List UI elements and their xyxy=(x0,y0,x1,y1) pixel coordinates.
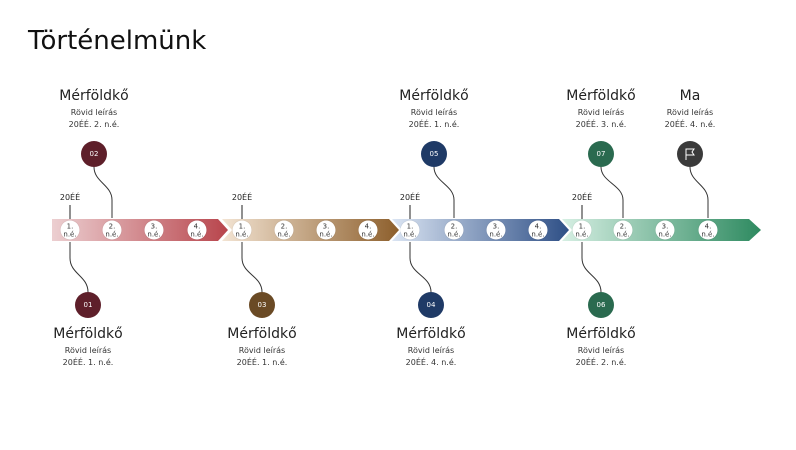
quarter-marker: 1.n.é. xyxy=(232,220,252,240)
connector-06 xyxy=(581,242,602,293)
flag-icon xyxy=(685,148,695,160)
quarter-marker: 2.n.é. xyxy=(102,220,122,240)
milestone-date: 20ÉÉ. 4. n.é. xyxy=(405,358,457,367)
quarter-marker: 3.n.é. xyxy=(316,220,336,240)
quarter-marker: 1.n.é. xyxy=(60,220,80,240)
quarter-marker: 4.n.é. xyxy=(528,220,548,240)
milestone-description: Rövid leírás xyxy=(70,108,118,117)
quarter-marker: 1.n.é. xyxy=(572,220,592,240)
milestone-description: Rövid leírás xyxy=(407,346,455,355)
milestone-title: Mérföldkő xyxy=(396,326,466,342)
year-tag: 20ÉÉ xyxy=(231,193,253,202)
milestone-title: Mérföldkő xyxy=(566,326,636,342)
milestone-description: Rövid leírás xyxy=(64,346,112,355)
quarter-marker: 4.n.é. xyxy=(358,220,378,240)
quarter-marker: 1.n.é. xyxy=(400,220,420,240)
milestone-title: Mérföldkő xyxy=(227,326,297,342)
connector-01 xyxy=(69,242,89,293)
milestone-date: 20ÉÉ. 1. n.é. xyxy=(236,358,288,367)
milestone-marker-03[interactable]: 03 xyxy=(249,292,275,318)
milestone-description: Rövid leírás xyxy=(666,108,714,117)
milestone-date: 20ÉÉ. 1. n.é. xyxy=(62,358,114,367)
milestone-date: 20ÉÉ. 3. n.é. xyxy=(575,120,627,129)
milestone-title-today: Ma xyxy=(679,88,701,104)
connector-02 xyxy=(93,166,113,218)
quarter-marker: 2.n.é. xyxy=(274,220,294,240)
milestone-description: Rövid leírás xyxy=(577,346,625,355)
milestone-marker-02[interactable]: 02 xyxy=(81,141,107,167)
quarter-marker: 2.n.é. xyxy=(613,220,633,240)
milestone-description: Rövid leírás xyxy=(410,108,458,117)
connector-07 xyxy=(600,166,624,218)
milestone-marker-today[interactable] xyxy=(677,141,703,167)
milestone-title: Mérföldkő xyxy=(59,88,129,104)
milestone-date: 20ÉÉ. 2. n.é. xyxy=(68,120,120,129)
milestone-title: Mérföldkő xyxy=(566,88,636,104)
milestone-description: Rövid leírás xyxy=(577,108,625,117)
milestone-title: Mérföldkő xyxy=(399,88,469,104)
segment-year-3 xyxy=(392,219,569,241)
year-tag: 20ÉÉ xyxy=(399,193,421,202)
year-tag: 20ÉÉ xyxy=(59,193,81,202)
connector-05 xyxy=(433,166,455,218)
milestone-marker-05[interactable]: 05 xyxy=(421,141,447,167)
quarter-marker: 4.n.é. xyxy=(698,220,718,240)
quarter-marker: 3.n.é. xyxy=(655,220,675,240)
milestone-title: Mérföldkő xyxy=(53,326,123,342)
milestone-marker-07[interactable]: 07 xyxy=(588,141,614,167)
milestone-date: 20ÉÉ. 1. n.é. xyxy=(408,120,460,129)
connector-04 xyxy=(409,242,432,293)
milestone-date: 20ÉÉ. 4. n.é. xyxy=(664,120,716,129)
quarter-marker: 3.n.é. xyxy=(144,220,164,240)
milestone-description: Rövid leírás xyxy=(238,346,286,355)
segment-year-1 xyxy=(52,219,228,241)
connector-03 xyxy=(241,242,263,293)
segment-year-2 xyxy=(222,219,399,241)
quarter-marker: 4.n.é. xyxy=(187,220,207,240)
milestone-marker-04[interactable]: 04 xyxy=(418,292,444,318)
page-title: Történelmünk xyxy=(28,26,207,56)
milestone-marker-06[interactable]: 06 xyxy=(588,292,614,318)
quarter-marker: 2.n.é. xyxy=(444,220,464,240)
milestone-date: 20ÉÉ. 2. n.é. xyxy=(575,358,627,367)
milestone-marker-01[interactable]: 01 xyxy=(75,292,101,318)
connector-ma xyxy=(689,166,709,218)
quarter-marker: 3.n.é. xyxy=(486,220,506,240)
year-tag: 20ÉÉ xyxy=(571,193,593,202)
